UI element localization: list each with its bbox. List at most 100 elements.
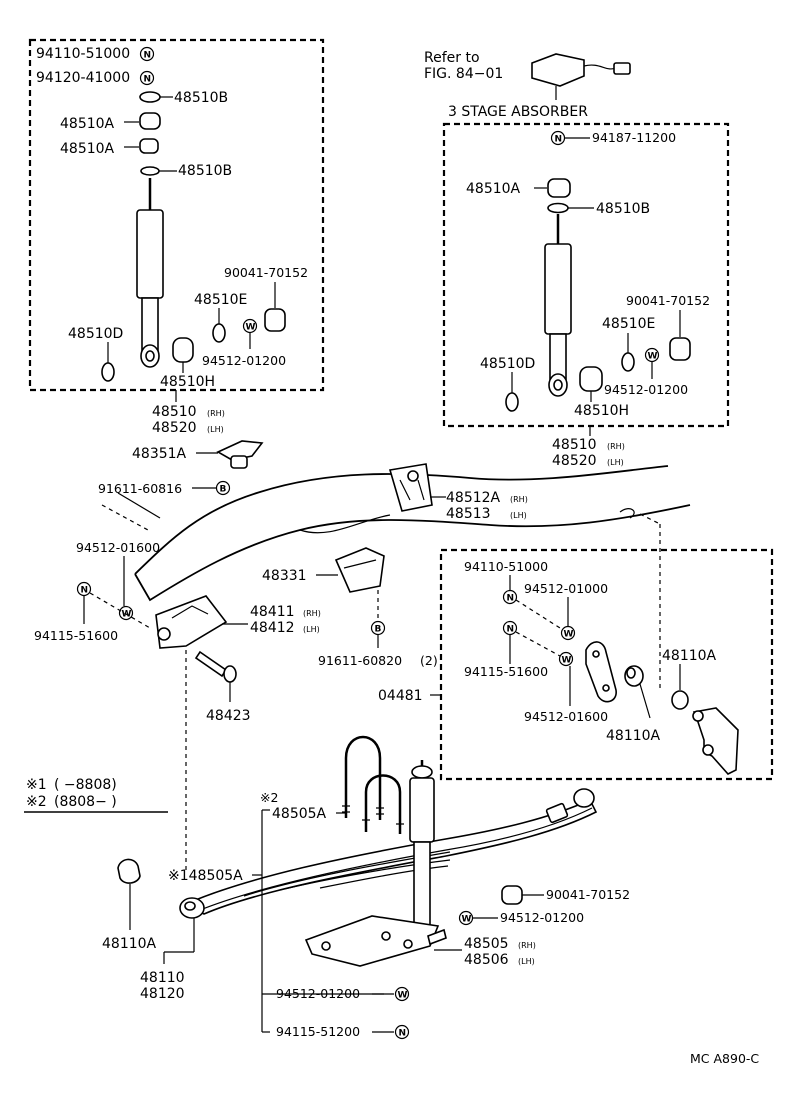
svg-text:(RH): (RH) [207, 409, 225, 418]
spring-bracket-lh-label: 48513 [446, 506, 491, 522]
ur-shock-absorber-icon [544, 214, 572, 397]
svg-text:(RH): (RH) [607, 442, 625, 451]
ur-cushion-b-label: 48510B [596, 201, 650, 217]
ur-cushion-a-label: 48510A [466, 181, 521, 197]
bracket-a-label: 48351A [132, 446, 187, 462]
ub-star2: ※2 [260, 790, 278, 805]
spring-hanger-icon [155, 595, 228, 649]
svg-text:N: N [507, 594, 515, 604]
bracket-a-icon [216, 440, 264, 469]
ur-cushion-e-label: 48510E [602, 316, 655, 332]
ub-2-label: 48505A [272, 806, 327, 822]
svg-text:(LH): (LH) [207, 425, 224, 434]
bolt-b1-label: 91611-60816 [98, 481, 182, 496]
svg-text:N: N [555, 135, 563, 145]
leaf-spring-icon [184, 788, 598, 915]
svg-text:N: N [144, 51, 152, 61]
ur-title: 3 STAGE ABSORBER [448, 104, 588, 120]
svg-text:(RH): (RH) [303, 609, 321, 618]
shackle-bolt-icon [692, 707, 739, 775]
shackle-box: 94110-51000 N 94512-01000 W N 94115-5160… [378, 548, 774, 781]
ul-nut-1-label: 94110-51000 [36, 46, 130, 62]
ul-cushion-b-top-icon [139, 91, 161, 103]
ur-cushion-b-icon [547, 202, 569, 214]
svg-text:W: W [398, 991, 408, 1001]
footer-code: MC A890-C [690, 1051, 759, 1066]
ul-assy-rh: 48510 [152, 404, 197, 420]
ur-cushion-a-icon [547, 178, 571, 198]
spring-bracket-icon [388, 463, 433, 512]
rear-shock-icon [409, 760, 435, 927]
bolt-b2-b-icon [370, 620, 386, 636]
ls-washer-top-label: 94512-01200 [500, 910, 584, 925]
bolt-b2-qty: (2) [420, 653, 438, 668]
ul-cushion-e-icon [212, 323, 226, 343]
ls-assy-1-label: 48110 [140, 970, 185, 986]
bumper-icon [334, 547, 385, 593]
spring-bracket-rh-label: 48512A [446, 490, 501, 506]
ls-nut-bottom-label: 94115-51200 [276, 1024, 360, 1039]
ul-bushing-h-label: 48510H [160, 374, 215, 390]
ls-assy-2-label: 48120 [140, 986, 185, 1002]
svg-text:(LH): (LH) [518, 957, 535, 966]
nut-1600-n-icon [76, 581, 92, 597]
ul-nut-2-n-icon [139, 70, 155, 86]
ul-bushing-h-icon [172, 337, 194, 363]
sb-nut-1-n-icon [502, 589, 518, 605]
sb-bushing-1-icon [624, 665, 644, 687]
bolt-b1-b-icon [215, 480, 231, 496]
ls-bushing-label: 48110A [102, 936, 157, 952]
ul-washer-label: 94512-01200 [202, 353, 286, 368]
hanger-lh-label: 48412 [250, 620, 295, 636]
svg-text:N: N [144, 75, 152, 85]
svg-text:N: N [399, 1029, 407, 1039]
shackle-label: 04481 [378, 688, 423, 704]
upper-left-dashed-box [28, 38, 325, 392]
ur-assy-lh: 48520 [552, 453, 597, 469]
leaf-spring-assembly: ※2 48505A [102, 735, 630, 1040]
ls-nut-bottom-n-icon [394, 1024, 410, 1040]
ub-1-label: ※148505A [168, 868, 243, 884]
washer-1600-label: 94512-01600 [76, 540, 160, 555]
svg-text:(RH): (RH) [518, 941, 536, 950]
ls-bushing-icon [117, 858, 141, 884]
legend-line2-range: (8808− ) [54, 794, 117, 810]
frame-rail [101, 465, 691, 690]
ur-shock-washer-icon [505, 392, 519, 412]
ur-refer-line1: Refer to [424, 50, 480, 66]
ur-bolt-label: 90041-70152 [626, 293, 710, 308]
ur-shock-label: 48510D [480, 356, 535, 372]
ul-bolt-icon [264, 308, 286, 332]
svg-text:W: W [648, 352, 658, 362]
legend: ※1 ( −8808) ※2 (8808− ) [24, 777, 168, 813]
frame-parts: 48351A 91611-60816 B 48512A (RH) 48513 (… [34, 440, 528, 870]
shackle-plate-icon [585, 641, 617, 703]
shackle-dashed-box [439, 548, 774, 781]
ul-assy-lh: 48520 [152, 420, 197, 436]
sb-nut-2-n-icon [502, 620, 518, 636]
ur-bolt-icon [669, 337, 691, 361]
nut-1600-label: 94115-51600 [34, 628, 118, 643]
ur-washer-label: 94512-01200 [604, 382, 688, 397]
ul-cushion-a-2-label: 48510A [60, 141, 115, 157]
sb-washer-2-w-icon [558, 651, 574, 667]
ul-shock-label: 48510D [68, 326, 123, 342]
svg-text:N: N [81, 586, 89, 596]
spring-pin-icon [194, 650, 237, 683]
svg-text:W: W [564, 630, 574, 640]
sb-nut-2-label: 94115-51600 [464, 664, 548, 679]
ls-bolt-label: 90041-70152 [546, 887, 630, 902]
svg-text:W: W [562, 656, 572, 666]
ul-cushion-b-top-label: 48510B [174, 90, 228, 106]
upper-right-kit: Refer to FIG. 84−01 3 STAGE ABSORBER N 9… [424, 50, 730, 469]
ur-bushing-h-icon [579, 366, 603, 392]
ur-nut-label: 94187-11200 [592, 130, 676, 145]
ls-washer-top-w-icon [458, 910, 474, 926]
legend-line2-mark: ※2 [26, 794, 47, 810]
sb-washer-2-label: 94512-01600 [524, 709, 608, 724]
svg-text:B: B [375, 625, 382, 635]
ul-washer-w-icon [242, 318, 258, 334]
ul-cushion-a-2-icon [139, 138, 159, 154]
ul-nut-1-n-icon [139, 46, 155, 62]
seat-lh-label: 48506 [464, 952, 509, 968]
